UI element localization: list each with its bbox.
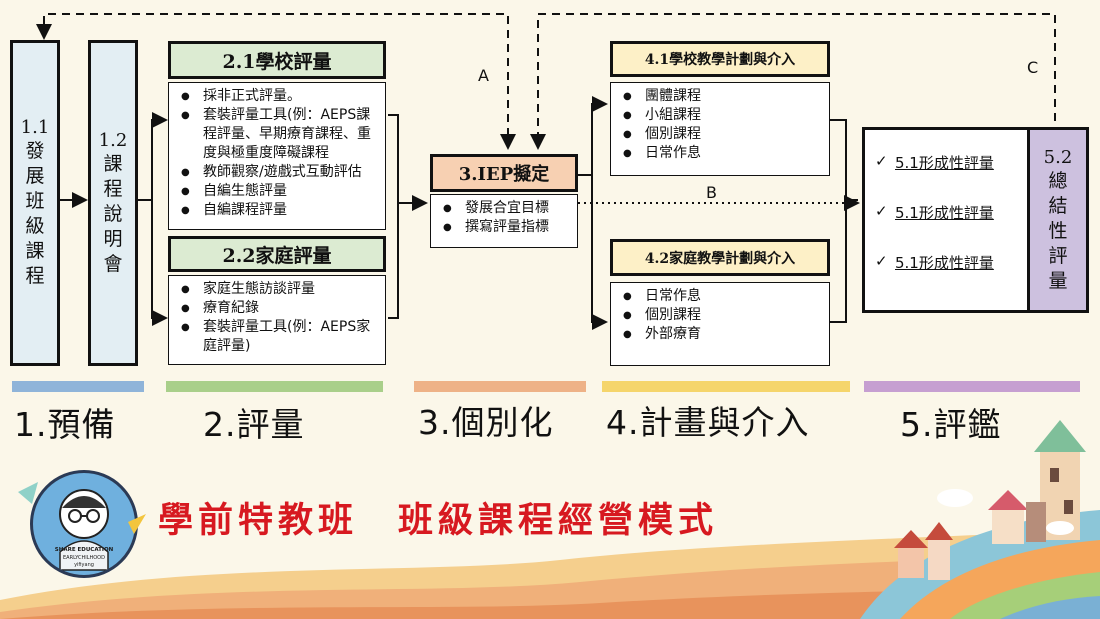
box-5-1: ✓ 5.1形成性評量 ✓ 5.1形成性評量 ✓ 5.1形成性評量 (862, 127, 1030, 313)
box-5-2: 5.2 總結性評量 (1027, 127, 1089, 313)
arrow-12-21 (138, 112, 168, 201)
triangle-decoration (18, 482, 146, 534)
stage-bar-4 (602, 381, 850, 392)
list-item: 療育紀錄 (179, 299, 377, 318)
stage-bar-5 (864, 381, 1080, 392)
stage-bar-1 (12, 381, 144, 392)
house-icon (894, 420, 1086, 580)
list-item: 教師觀察/遊戲式互動評估 (179, 163, 377, 182)
list-item: 自編課程評量 (179, 201, 377, 220)
formative-label: 5.1形成性評量 (895, 254, 994, 272)
list-item: 套裝評量工具(例：AEPS家庭評量) (179, 318, 377, 356)
box-1-1: 1.1 發展班級課程 (10, 40, 60, 366)
stage-label-1: 1.預備 (14, 405, 116, 444)
arrow-4-to-5 (830, 119, 847, 323)
heading-2-1: 2.1學校評量 (168, 41, 386, 79)
heading-2-2: 2.2家庭評量 (168, 236, 386, 272)
stage-label-5: 5.評鑑 (900, 405, 1002, 444)
list-2-2: 家庭生態訪談評量 療育紀錄 套裝評量工具(例：AEPS家庭評量) (168, 275, 386, 365)
heading-3-text: 3.IEP擬定 (458, 164, 550, 185)
formative-row: ✓ 5.1形成性評量 (875, 202, 1027, 223)
heading-4-1-text: 4.1學校教學計劃與介入 (644, 52, 796, 68)
list-item: 日常作息 (621, 287, 821, 306)
formative-label: 5.1形成性評量 (895, 204, 994, 222)
stage-bar-3 (414, 381, 586, 392)
list-item: 家庭生態訪談評量 (179, 280, 377, 299)
check-icon: ✓ (875, 152, 888, 170)
arrow-3-to-4 (578, 96, 608, 176)
page-title: 學前特教班 班級課程經營模式 (158, 500, 719, 541)
logo-line-3: yifiyang (74, 562, 94, 568)
label-b: B (706, 183, 717, 202)
list-item: 撰寫評量指標 (441, 218, 569, 237)
box-5-2-text: 總結性評量 (1048, 169, 1068, 292)
list-4-2: 日常作息 個別課程 外部療育 (610, 282, 830, 366)
list-item: 日常作息 (621, 144, 821, 163)
formative-row: ✓ 5.1形成性評量 (875, 252, 1027, 273)
check-icon: ✓ (875, 202, 888, 220)
list-item: 外部療育 (621, 325, 821, 344)
list-item: 個別課程 (621, 125, 821, 144)
stage-label-2: 2.評量 (203, 405, 305, 444)
list-2-1: 採非正式評量。 套裝評量工具(例：AEPS課程評量、早期療育課程、重度與極重度障… (168, 82, 386, 230)
list-item: 套裝評量工具(例：AEPS課程評量、早期療育課程、重度與極重度障礙課程 (179, 106, 377, 163)
formative-label: 5.1形成性評量 (895, 154, 994, 172)
stage-bar-2 (166, 381, 383, 392)
heading-4-2-text: 4.2家庭教學計劃與介入 (644, 250, 796, 267)
heading-4-1: 4.1學校教學計劃與介入 (610, 41, 830, 77)
list-4-1: 團體課程 小組課程 個別課程 日常作息 (610, 82, 830, 176)
arrow-12-22 (151, 200, 168, 326)
box-1-1-text: 發展班級課程 (25, 140, 45, 287)
box-5-2-number: 5.2 (1043, 146, 1073, 168)
loop-a-path (43, 13, 516, 150)
logo: SHARE EDUCATION EARLYCHILHOOD yifiyang (30, 470, 138, 578)
box-1-2-number: 1.2 (98, 129, 128, 151)
formative-row: ✓ 5.1形成性評量 (875, 152, 1027, 173)
logo-line-1: SHARE EDUCATION (54, 547, 114, 553)
box-1-2: 1.2 課程說明會 (88, 40, 138, 366)
logo-line-2: EARLYCHILHOOD (63, 555, 105, 561)
box-1-2-text: 課程說明會 (103, 152, 123, 275)
list-item: 小組課程 (621, 106, 821, 125)
stage-label-4: 4.計畫與介入 (606, 403, 810, 442)
arrow-2-to-3 (388, 114, 399, 319)
stage-label-3: 3.個別化 (418, 403, 554, 442)
heading-2-1-text: 2.1學校評量 (222, 50, 332, 73)
heading-2-2-text: 2.2家庭評量 (222, 244, 332, 267)
label-a: A (478, 66, 489, 85)
list-item: 採非正式評量。 (179, 87, 377, 106)
label-c: C (1027, 58, 1039, 77)
box-1-1-number: 1.1 (20, 117, 50, 138)
list-item: 個別課程 (621, 306, 821, 325)
list-3: 發展合宜目標 撰寫評量指標 (430, 194, 578, 248)
list-item: 發展合宜目標 (441, 199, 569, 218)
list-item: 團體課程 (621, 87, 821, 106)
heading-3: 3.IEP擬定 (430, 154, 578, 192)
heading-4-2: 4.2家庭教學計劃與介入 (610, 239, 830, 276)
list-item: 自編生態評量 (179, 182, 377, 201)
avatar-icon (59, 489, 109, 571)
check-icon: ✓ (875, 252, 888, 270)
loop-c-path (530, 13, 1056, 150)
